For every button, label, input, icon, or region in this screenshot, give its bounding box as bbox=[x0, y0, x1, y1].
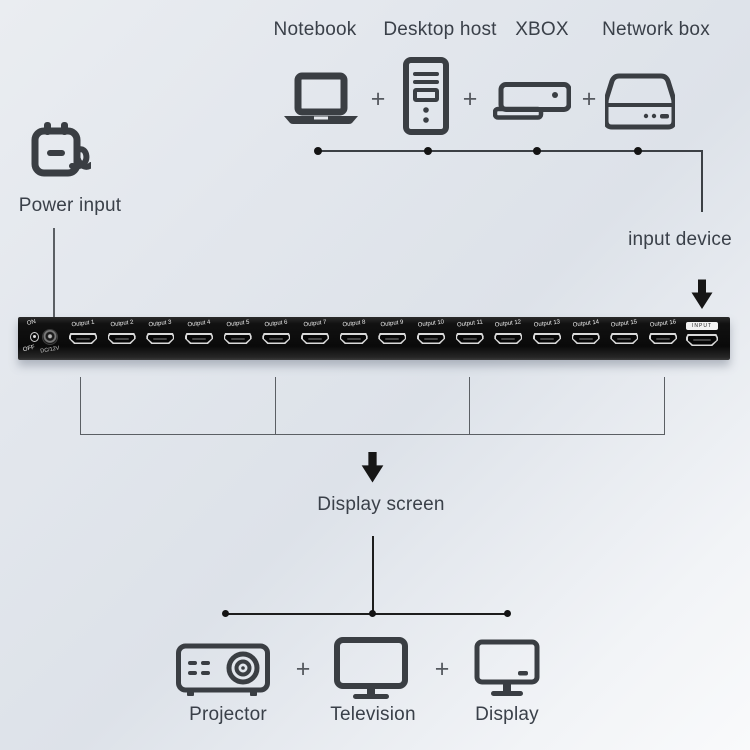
hdmi-connector bbox=[107, 333, 136, 344]
hdmi-connector bbox=[610, 333, 639, 344]
hdmi-output-port: Output 12 bbox=[493, 317, 523, 360]
output-port-label: Output 8 bbox=[341, 319, 366, 329]
output-port-label: Output 14 bbox=[572, 319, 600, 329]
output-port-label: Output 10 bbox=[417, 319, 445, 329]
game-console-icon bbox=[493, 82, 571, 120]
hdmi-connector bbox=[686, 334, 718, 346]
plus-sign: + bbox=[462, 85, 478, 113]
plus-sign: + bbox=[370, 85, 386, 113]
hdmi-output-port: Output 4 bbox=[184, 317, 214, 360]
input-port-label: INPUT bbox=[686, 322, 718, 330]
plus-sign: + bbox=[295, 655, 311, 683]
output-port-label: Output 4 bbox=[187, 319, 211, 329]
hdmi-output-port: Output 3 bbox=[145, 317, 175, 360]
dc-jack-label: DC/12V bbox=[39, 345, 60, 355]
bracket-line bbox=[469, 377, 470, 434]
bracket-line bbox=[80, 434, 665, 435]
output-port-label: Output 9 bbox=[380, 319, 405, 329]
hdmi-connector bbox=[455, 333, 484, 344]
connector-dot bbox=[634, 147, 642, 155]
desktop-tower-icon bbox=[403, 57, 449, 135]
hdmi-output-port: Output 14 bbox=[571, 317, 601, 360]
switch-on-label: ON bbox=[26, 319, 37, 327]
hdmi-output-port: Output 10 bbox=[416, 317, 446, 360]
source-label-network-box: Network box bbox=[602, 19, 710, 40]
projector-icon bbox=[176, 643, 270, 696]
output-port-label: Output 6 bbox=[264, 319, 289, 329]
hdmi-output-port: Output 2 bbox=[107, 317, 137, 360]
hdmi-output-port: Output 6 bbox=[261, 317, 291, 360]
power-plug-icon bbox=[31, 122, 91, 177]
hdmi-splitter-device: ON OFF DC/12V Output 1 Output 2 Output 3… bbox=[18, 317, 730, 360]
hdmi-connector bbox=[185, 333, 213, 344]
plus-sign: + bbox=[581, 85, 597, 113]
hdmi-connector bbox=[533, 333, 561, 344]
network-box-icon bbox=[605, 73, 675, 130]
laptop-icon bbox=[284, 72, 358, 124]
connector-dot bbox=[222, 610, 229, 617]
television-icon bbox=[334, 637, 408, 699]
output-port-label: Output 15 bbox=[610, 319, 638, 329]
hdmi-connector bbox=[494, 333, 523, 344]
hdmi-input-port: INPUT bbox=[685, 317, 719, 360]
hdmi-connector bbox=[339, 333, 368, 344]
connector-dot bbox=[504, 610, 511, 617]
power-input-label: Power input bbox=[18, 195, 122, 216]
display-tree-line bbox=[226, 613, 509, 615]
display-label-projector: Projector bbox=[189, 704, 267, 725]
bracket-line bbox=[664, 377, 665, 434]
power-switch bbox=[30, 332, 39, 342]
hdmi-connector bbox=[262, 333, 291, 344]
plus-sign: + bbox=[434, 655, 450, 683]
down-arrow-icon bbox=[691, 279, 713, 309]
power-line bbox=[53, 228, 55, 317]
hdmi-connector bbox=[378, 333, 407, 344]
output-port-label: Output 12 bbox=[494, 319, 522, 329]
hdmi-output-port: Output 7 bbox=[300, 317, 330, 360]
down-arrow-icon bbox=[361, 452, 384, 483]
hdmi-connector bbox=[649, 333, 677, 344]
hdmi-output-port: Output 11 bbox=[455, 317, 485, 360]
source-label-xbox: XBOX bbox=[515, 19, 569, 40]
hdmi-connector bbox=[223, 333, 252, 344]
hdmi-output-port: Output 16 bbox=[648, 317, 678, 360]
hdmi-connector bbox=[571, 333, 600, 344]
output-port-label: Output 11 bbox=[456, 319, 483, 329]
bracket-line bbox=[275, 377, 276, 434]
source-label-notebook: Notebook bbox=[273, 19, 357, 40]
connector-dot bbox=[533, 147, 541, 155]
dc-power-jack bbox=[42, 329, 58, 345]
output-port-label: Output 5 bbox=[225, 319, 250, 329]
source-bus-drop-line bbox=[701, 150, 703, 212]
hdmi-output-port: Output 15 bbox=[609, 317, 639, 360]
input-device-label: input device bbox=[628, 229, 732, 250]
output-port-label: Output 16 bbox=[649, 319, 677, 329]
hdmi-connector bbox=[301, 333, 329, 344]
output-port-label: Output 3 bbox=[148, 319, 173, 329]
display-tree-line bbox=[372, 536, 374, 614]
display-label-television: Television bbox=[330, 704, 416, 725]
connector-dot bbox=[424, 147, 432, 155]
output-port-label: Output 2 bbox=[109, 319, 134, 329]
hdmi-output-port: Output 5 bbox=[223, 317, 253, 360]
hdmi-output-port: Output 9 bbox=[377, 317, 407, 360]
source-label-desktop-host: Desktop host bbox=[383, 19, 497, 40]
connector-dot bbox=[369, 610, 376, 617]
output-port-label: Output 1 bbox=[71, 319, 95, 329]
display-label-display: Display bbox=[475, 704, 539, 725]
hdmi-output-port: Output 13 bbox=[532, 317, 562, 360]
hdmi-output-port: Output 1 bbox=[68, 317, 98, 360]
hdmi-connector bbox=[146, 333, 175, 344]
monitor-icon bbox=[474, 639, 540, 696]
output-port-label: Output 7 bbox=[303, 319, 327, 329]
hdmi-connector bbox=[69, 333, 97, 344]
hdmi-output-port: Output 8 bbox=[339, 317, 369, 360]
hdmi-connector bbox=[417, 333, 445, 344]
source-bus-line bbox=[318, 150, 703, 152]
output-port-label: Output 13 bbox=[533, 319, 561, 329]
display-screen-label: Display screen bbox=[317, 494, 445, 515]
bracket-line bbox=[80, 377, 81, 434]
connector-dot bbox=[314, 147, 322, 155]
